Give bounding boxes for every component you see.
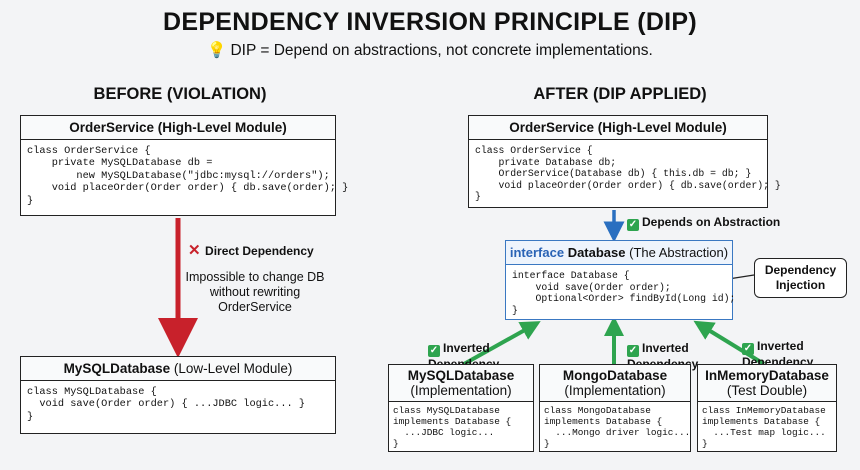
- inverted-arrow-inmemory: [693, 320, 766, 366]
- before-orderservice-code: class OrderService { private MySQLDataba…: [27, 145, 349, 207]
- impl-mongo-box: MongoDatabase(Implementation) class Mong…: [539, 364, 691, 452]
- x-mark-icon: ✕: [188, 242, 201, 259]
- before-mysql-code: class MySQLDatabase { void save(Order or…: [27, 386, 306, 423]
- depends-on-abstraction-label: ✓Depends on Abstraction: [627, 215, 781, 231]
- interface-database-code: interface Database { void save(Order ord…: [512, 270, 736, 316]
- impl-mysql-title: MySQLDatabase(Implementation): [389, 365, 533, 402]
- impl-mongo-title: MongoDatabase(Implementation): [540, 365, 690, 402]
- check-icon: ✓: [428, 345, 440, 357]
- check-icon: ✓: [627, 345, 639, 357]
- inverted-dependency-label-3: ✓Inverted Dependency: [742, 339, 814, 369]
- page-subtitle: 💡DIP = Depend on abstractions, not concr…: [207, 42, 653, 59]
- direct-dependency-label: ✕ Direct Dependency: [188, 242, 314, 259]
- before-mysql-box: MySQLDatabase (Low-Level Module) class M…: [20, 356, 336, 434]
- after-orderservice-code: class OrderService { private Database db…: [475, 145, 781, 203]
- impl-mysql-code: class MySQLDatabase implements Database …: [393, 405, 512, 449]
- impl-inmemory-title: InMemoryDatabase(Test Double): [698, 365, 836, 402]
- check-icon: ✓: [742, 343, 754, 355]
- before-mysql-title: MySQLDatabase (Low-Level Module): [21, 357, 335, 381]
- check-icon: ✓: [627, 219, 639, 231]
- inverted-arrow-mysql: [463, 321, 541, 366]
- interface-database-title: interface Database (The Abstraction): [506, 241, 732, 265]
- page-title: DEPENDENCY INVERSION PRINCIPLE (DIP): [162, 8, 698, 36]
- after-orderservice-title: OrderService (High-Level Module): [469, 116, 767, 140]
- direct-dependency-note: Impossible to change DB without rewritin…: [185, 270, 325, 314]
- before-orderservice-title: OrderService (High-Level Module): [21, 116, 335, 140]
- interface-database-box: interface Database (The Abstraction) int…: [505, 240, 736, 320]
- dependency-injection-callout: Dependency Injection: [754, 258, 847, 298]
- before-heading: BEFORE (VIOLATION): [93, 85, 267, 103]
- impl-mongo-code: class MongoDatabase implements Database …: [544, 405, 691, 449]
- impl-inmemory-code: class InMemoryDatabase implements Databa…: [702, 405, 826, 449]
- after-heading: AFTER (DIP APPLIED): [533, 85, 707, 103]
- impl-inmemory-box: InMemoryDatabase(Test Double) class InMe…: [697, 364, 837, 452]
- lightbulb-icon: 💡: [207, 42, 227, 59]
- before-orderservice-box: OrderService (High-Level Module) class O…: [20, 115, 349, 216]
- after-orderservice-box: OrderService (High-Level Module) class O…: [468, 115, 781, 208]
- impl-mysql-box: MySQLDatabase(Implementation) class MySQ…: [388, 364, 534, 452]
